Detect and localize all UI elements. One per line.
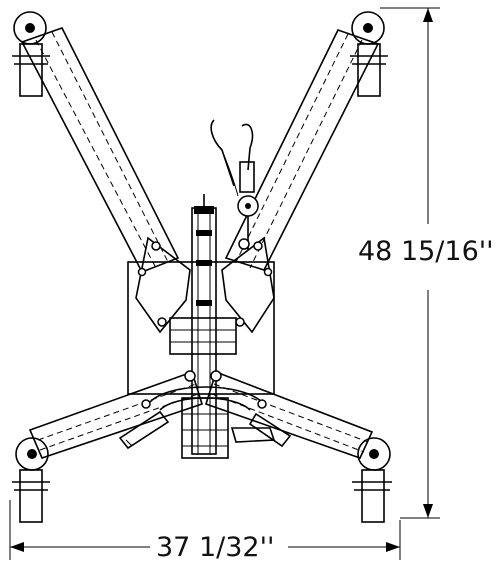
center-hub (149, 317, 263, 459)
hook-assembly (210, 119, 259, 250)
height-label: 48 15/16'' (358, 236, 494, 267)
lever-left (118, 410, 170, 450)
leg-bottom-left (28, 370, 203, 459)
lower-pivots (141, 370, 267, 409)
lever-right (230, 412, 292, 448)
width-label: 37 1/32'' (156, 532, 274, 563)
base-frame (127, 261, 275, 395)
caster-top-right (350, 11, 388, 97)
caster-bottom-right (352, 437, 392, 523)
leg-top-left (20, 27, 180, 274)
caster-top-left (12, 11, 50, 97)
leg-bottom-right (205, 370, 374, 459)
center-mast (191, 194, 217, 455)
leg-top-right (224, 29, 380, 271)
height-dimension: 48 15/16'' (358, 7, 494, 519)
caster-bottom-left (12, 437, 50, 523)
width-dimension: 37 1/32'' (9, 500, 401, 563)
upper-bracket (135, 236, 275, 334)
